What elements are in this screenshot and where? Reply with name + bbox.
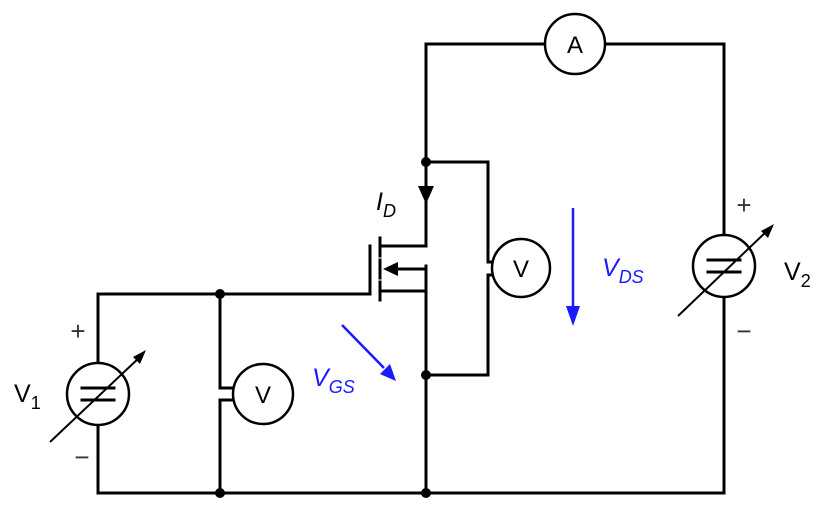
voltmeter-vgs-symbol: V: [255, 382, 271, 409]
voltmeter-vds: V: [486, 237, 552, 299]
vgs-label: VGS: [312, 364, 355, 397]
circuit-wires: [96, 42, 726, 495]
drain-current-label: ID: [376, 188, 396, 221]
v2-plus-sign: +: [736, 190, 751, 220]
mosfet-body-arrow: [383, 262, 398, 276]
v1-label: V1: [14, 380, 41, 413]
v1-minus-sign: −: [74, 442, 89, 472]
vgs-annotation: VGS: [312, 324, 396, 397]
v2-label: V2: [784, 258, 811, 291]
ammeter-symbol: A: [567, 32, 583, 59]
voltmeter-vgs: V: [218, 362, 295, 426]
vds-annotation: VDS: [566, 208, 644, 326]
voltage-source-v1: + − V1: [14, 316, 146, 472]
vds-label: VDS: [602, 254, 644, 287]
ammeter: A: [543, 12, 607, 76]
drain-current-arrow: [418, 186, 434, 204]
voltage-source-v2: + − V2: [677, 190, 811, 346]
v2-minus-sign: −: [736, 316, 751, 346]
mosfet-symbol: [368, 236, 428, 302]
junction-dots: [215, 157, 431, 498]
v1-plus-sign: +: [70, 316, 85, 346]
voltmeter-vds-symbol: V: [513, 256, 529, 283]
